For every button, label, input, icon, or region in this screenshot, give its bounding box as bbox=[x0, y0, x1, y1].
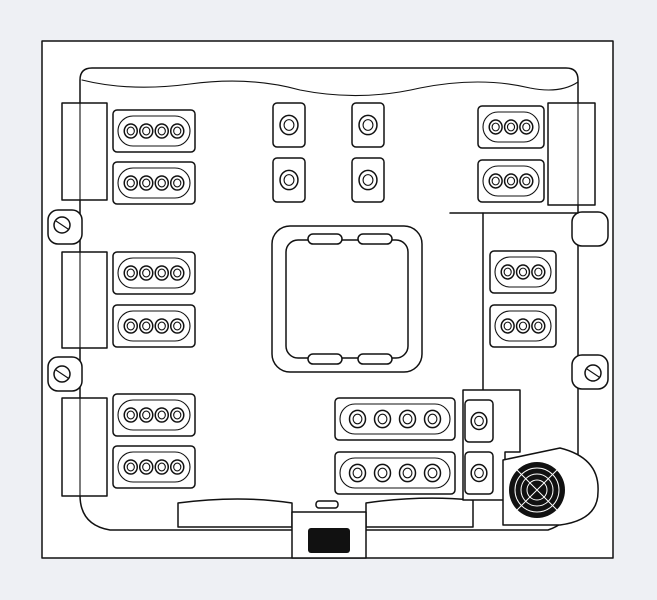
jet bbox=[154, 318, 170, 334]
seat-pad-left-top bbox=[61, 102, 108, 201]
step-right bbox=[365, 497, 474, 528]
jet bbox=[123, 459, 139, 475]
jet bbox=[138, 318, 154, 334]
cup-holder-left-top-mark bbox=[55, 220, 69, 230]
jet bbox=[373, 409, 392, 429]
tub-top-lip bbox=[81, 79, 579, 97]
jet bbox=[123, 407, 139, 423]
footwell-pillow-3 bbox=[307, 353, 343, 365]
jet bbox=[154, 459, 170, 475]
jet bbox=[169, 265, 185, 281]
jet-panel-right-1 bbox=[477, 105, 545, 149]
jet bbox=[531, 264, 546, 280]
footwell-pillow-1 bbox=[307, 233, 343, 245]
jet bbox=[423, 463, 442, 483]
jet bbox=[470, 463, 488, 483]
jet bbox=[169, 407, 185, 423]
jet bbox=[123, 175, 139, 191]
jet bbox=[138, 407, 154, 423]
jet bbox=[470, 411, 488, 431]
jet bbox=[169, 318, 185, 334]
jet bbox=[500, 318, 515, 334]
jet-panel-center-2 bbox=[334, 451, 456, 495]
jet bbox=[398, 463, 417, 483]
jet-panel-left-6 bbox=[112, 445, 196, 489]
footwell-pillow-4 bbox=[357, 353, 393, 365]
jet bbox=[373, 463, 392, 483]
jet bbox=[169, 123, 185, 139]
step-center-lip bbox=[315, 500, 339, 509]
jet bbox=[138, 459, 154, 475]
jet bbox=[515, 318, 531, 334]
step-left bbox=[177, 498, 293, 528]
jet bbox=[138, 175, 154, 191]
seat-pad-right-top bbox=[547, 102, 596, 206]
jet bbox=[358, 169, 378, 191]
jet bbox=[279, 114, 299, 136]
jet bbox=[154, 123, 170, 139]
jet bbox=[503, 119, 519, 135]
footwell-pillow-2 bbox=[357, 233, 393, 245]
jet bbox=[398, 409, 417, 429]
cup-holder-left-bottom-mark bbox=[55, 369, 69, 379]
jet bbox=[488, 173, 503, 189]
jet bbox=[154, 265, 170, 281]
jet bbox=[169, 175, 185, 191]
filter-grille-icon bbox=[509, 462, 565, 518]
jet bbox=[423, 409, 442, 429]
jet bbox=[138, 265, 154, 281]
jet-panel-left-1 bbox=[112, 109, 196, 153]
jet bbox=[500, 264, 515, 280]
footwell-inner bbox=[285, 239, 409, 359]
jet-panel-left-5 bbox=[112, 393, 196, 437]
tub-inner-outline bbox=[79, 67, 579, 531]
jet-panel-right-3 bbox=[489, 250, 557, 294]
jet-panel-left-3 bbox=[112, 251, 196, 295]
jet-panel-left-4 bbox=[112, 304, 196, 348]
jet-panel-single-6 bbox=[464, 451, 494, 495]
jet-panel-single-3 bbox=[272, 157, 306, 203]
jet bbox=[123, 318, 139, 334]
jet bbox=[519, 173, 534, 189]
seat-pad-left-middle bbox=[61, 251, 108, 349]
jet bbox=[348, 409, 367, 429]
jet bbox=[519, 119, 534, 135]
jet bbox=[169, 459, 185, 475]
jet bbox=[503, 173, 519, 189]
jet bbox=[531, 318, 546, 334]
jet-panel-center-1 bbox=[334, 397, 456, 441]
jet bbox=[515, 264, 531, 280]
jet bbox=[138, 123, 154, 139]
jet-panel-left-2 bbox=[112, 161, 196, 205]
jet bbox=[279, 169, 299, 191]
jet bbox=[348, 463, 367, 483]
seat-pad-left-bottom bbox=[61, 397, 108, 497]
control-panel-display bbox=[308, 528, 350, 553]
jet-groups bbox=[112, 102, 557, 495]
jet bbox=[358, 114, 378, 136]
jet bbox=[154, 175, 170, 191]
jet-panel-single-2 bbox=[351, 102, 385, 148]
jet bbox=[123, 265, 139, 281]
jet-panel-single-4 bbox=[351, 157, 385, 203]
jet-panel-right-4 bbox=[489, 304, 557, 348]
jet bbox=[154, 407, 170, 423]
jet bbox=[488, 119, 503, 135]
cup-holder-right-bottom-mark bbox=[586, 368, 600, 378]
jet-panel-right-2 bbox=[477, 159, 545, 203]
jet bbox=[123, 123, 139, 139]
cup-holder-tab-right-top bbox=[571, 211, 609, 247]
jet-panel-single-5 bbox=[464, 399, 494, 443]
jet-panel-single-1 bbox=[272, 102, 306, 148]
